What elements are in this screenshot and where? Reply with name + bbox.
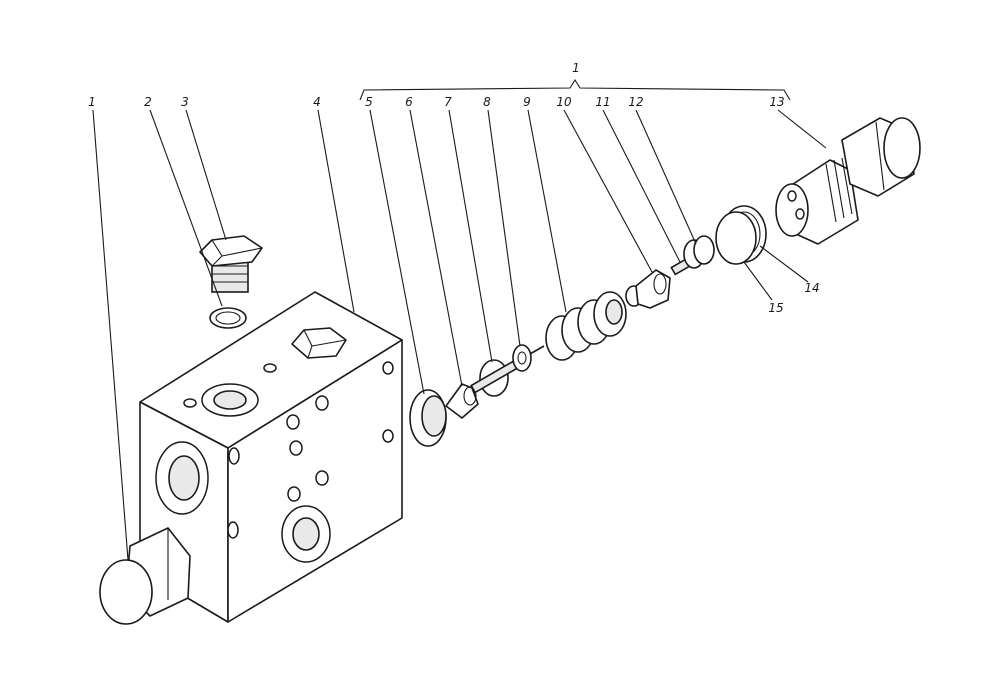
side-hex-plug	[99, 527, 191, 625]
front-hole-3	[289, 440, 303, 456]
leader-lines	[92, 109, 827, 561]
seat-ring	[409, 389, 447, 447]
front-hole-5	[287, 486, 301, 502]
callout-6: 6	[405, 95, 413, 109]
spring	[545, 291, 627, 361]
callout-14: 14	[804, 281, 819, 295]
callout-12: 12	[628, 95, 643, 109]
front-hole-7	[382, 429, 394, 443]
callout-1: 1	[88, 95, 96, 109]
o-ring	[209, 307, 247, 329]
poppet	[445, 383, 479, 419]
side-port-thread	[168, 455, 200, 501]
callout-labels: 1 2 3 4 5 6 7 8 9 10 11 12 13 14 15	[88, 95, 819, 315]
front-hole-2	[315, 395, 329, 411]
top-port-thread	[213, 390, 247, 410]
plug-hex-head	[199, 235, 263, 267]
side-bolt-hole-a	[228, 447, 240, 465]
callout-3: 3	[181, 95, 189, 109]
group-bracket	[359, 78, 791, 101]
cartridge-cap	[883, 117, 921, 179]
callout-15: 15	[768, 301, 783, 315]
spring-guide	[625, 269, 671, 309]
spider-disc	[470, 359, 518, 397]
side-bolt-hole-b	[227, 521, 239, 539]
front-hole-4	[315, 470, 329, 486]
guide-body	[635, 269, 671, 309]
callout-10: 10	[556, 95, 572, 109]
front-hole-1	[286, 414, 300, 430]
callout-2: 2	[144, 95, 152, 109]
callout-13: 13	[769, 95, 784, 109]
small-spring	[683, 235, 715, 269]
front-hole-6	[382, 361, 394, 375]
callout-9: 9	[523, 95, 531, 109]
callout-8: 8	[483, 95, 491, 109]
top-bolt-hole-a	[183, 398, 197, 408]
callout-7: 7	[444, 95, 452, 109]
cartridge-end	[775, 183, 809, 237]
callout-bracket: 1	[572, 61, 580, 75]
block-front-face	[227, 339, 403, 623]
callout-4: 4	[313, 95, 321, 109]
cartridge	[775, 117, 921, 245]
top-bolt-hole-b	[263, 363, 277, 373]
ring-15	[715, 211, 757, 265]
callout-5: 5	[365, 95, 373, 109]
washer-outer	[512, 344, 532, 372]
seat-ring-inner	[421, 395, 447, 437]
o-ring-inner	[215, 311, 241, 325]
callout-11: 11	[595, 95, 610, 109]
side-plug-face	[99, 559, 153, 625]
o-ring-outer	[209, 307, 247, 329]
front-port-thread	[292, 517, 320, 551]
hex-plug	[199, 235, 263, 293]
washer	[512, 344, 545, 372]
poppet-body	[445, 383, 479, 419]
